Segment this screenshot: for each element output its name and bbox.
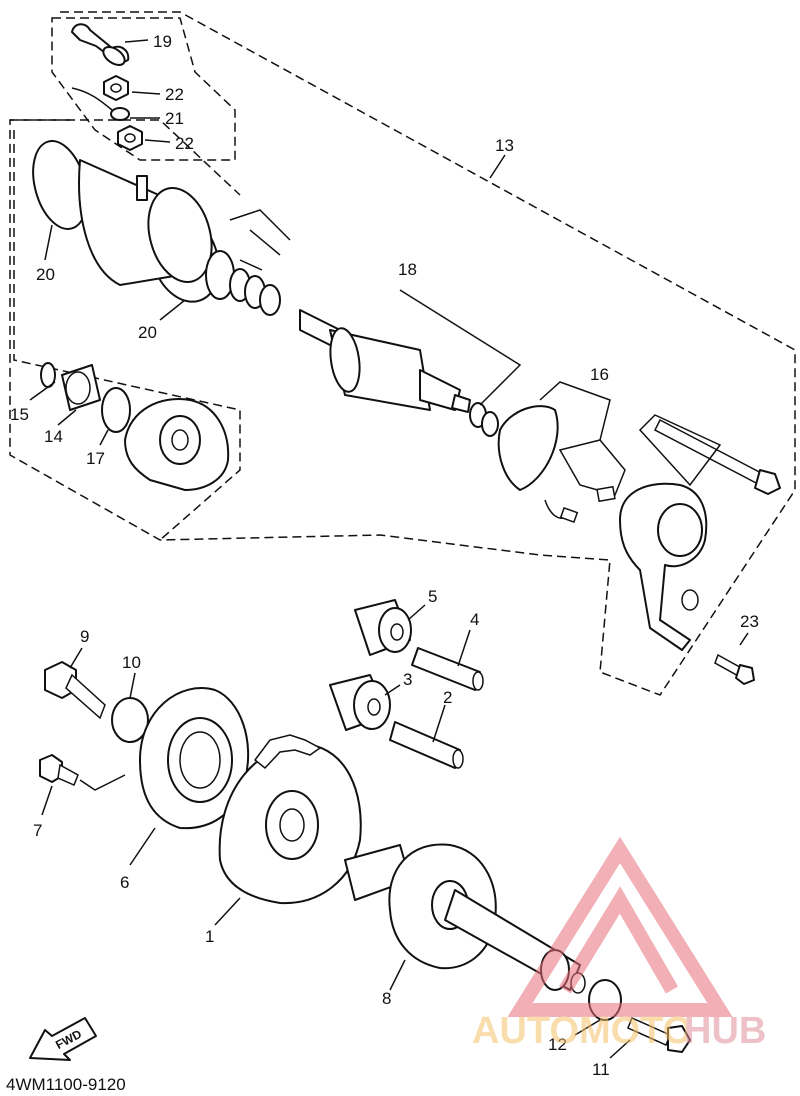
callout-3: 3 (403, 670, 412, 689)
automotohub-watermark: AUTOMOTO HUB (472, 836, 766, 1052)
idler-gear-3-part (329, 674, 391, 731)
yoke-group-outline (10, 119, 241, 541)
leader-lines (29, 39, 749, 1059)
callout-6: 6 (120, 873, 129, 892)
callout-14: 14 (44, 427, 63, 446)
nut-part-lower (117, 125, 143, 151)
bearing-part (61, 364, 101, 411)
o-ring-part-small (101, 387, 131, 433)
brush-holder-part (497, 405, 626, 524)
callout-18: 18 (398, 260, 417, 279)
idler-gear-5-part (354, 599, 412, 656)
callout-7: 7 (33, 821, 42, 840)
callout-17: 17 (86, 449, 105, 468)
rear-cover-part (619, 482, 708, 651)
callout-13: 13 (495, 136, 514, 155)
callout-5: 5 (428, 587, 437, 606)
diagram-code: 4WM1100-9120 (6, 1075, 126, 1094)
starter-gear-1-part (218, 734, 362, 905)
callout-23: 23 (740, 612, 759, 631)
fwd-arrow: FWD (29, 1017, 97, 1061)
through-bolt-part (654, 418, 781, 495)
bolt-7-part (39, 754, 126, 791)
callout-20-right: 20 (138, 323, 157, 342)
callout-21: 21 (165, 109, 184, 128)
callout-16: 16 (590, 365, 609, 384)
lead-wire-part (71, 87, 130, 121)
callout-22-lower: 22 (175, 134, 194, 153)
armature-part (299, 309, 471, 413)
callout-22-upper: 22 (165, 85, 184, 104)
watermark-text-automoto: AUTOMOTO (472, 1010, 692, 1052)
cap-group-outline (51, 17, 236, 161)
front-cover-part (124, 398, 230, 491)
shaft-4-part (411, 647, 484, 691)
callout-10: 10 (122, 653, 141, 672)
callout-15: 15 (10, 405, 29, 424)
callout-19: 19 (153, 32, 172, 51)
nut-part-upper (103, 75, 129, 101)
armature-washer-part-b (481, 411, 499, 437)
callout-labels: 19 22 21 22 13 20 20 18 16 15 14 17 23 5… (10, 32, 759, 1079)
starter-clutch-6-part (139, 687, 250, 830)
bolt-11-part (627, 1016, 691, 1053)
callout-8: 8 (382, 989, 391, 1008)
callout-4: 4 (470, 610, 479, 629)
callout-2: 2 (443, 688, 452, 707)
terminal-cap-part (71, 23, 130, 66)
callout-20-left: 20 (36, 265, 55, 284)
armature-washer-stack (205, 250, 281, 316)
watermark-text-hub: HUB (684, 1010, 766, 1052)
callout-1: 1 (205, 927, 214, 946)
callout-11: 11 (592, 1060, 610, 1079)
bolt-9-part (44, 661, 106, 720)
bolt-23-part (714, 653, 755, 685)
assembly-13-outline (9, 11, 796, 696)
shaft-2-part (389, 721, 464, 769)
callout-9: 9 (80, 627, 89, 646)
callout-12: 12 (548, 1035, 567, 1054)
yoke-housing-part (78, 159, 213, 286)
watermark-logo-icon (507, 836, 733, 1017)
